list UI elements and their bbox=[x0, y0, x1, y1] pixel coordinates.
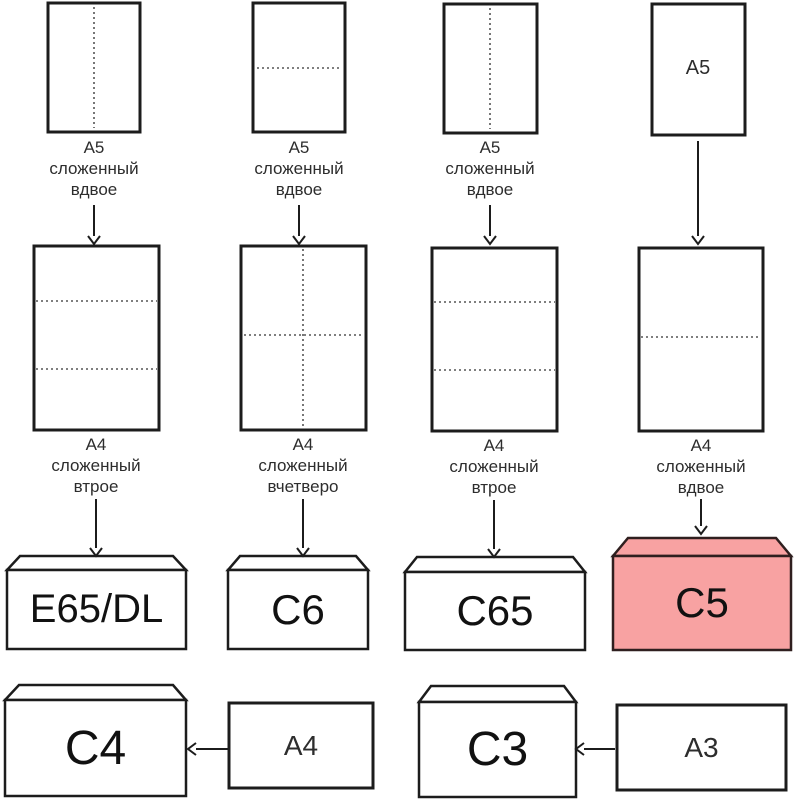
caption-a4-folded-col3: A4 сложенный втрое bbox=[449, 436, 539, 497]
envelope-e65dl-body bbox=[5, 568, 188, 651]
sheet-a4-col3 bbox=[430, 246, 559, 433]
caption-a5-folded-col1: A5 сложенный вдвое bbox=[49, 138, 139, 199]
caption-a5-folded-col2: A5 сложенный вдвое bbox=[254, 138, 344, 199]
sheet-a5-col4 bbox=[650, 2, 747, 137]
caption-a4-folded-col2: A4 сложенный вчетверо bbox=[258, 435, 348, 496]
caption-a4-folded-col4: A4 сложенный вдвое bbox=[656, 436, 746, 497]
envelope-c3-body bbox=[417, 700, 578, 799]
envelope-c4-body bbox=[3, 698, 188, 798]
envelope-label-c65: C65 bbox=[456, 587, 534, 634]
envelope-c4-flap bbox=[2, 683, 189, 702]
envelope-c65-flap bbox=[402, 555, 588, 574]
envelope-label-c6: C6 bbox=[271, 585, 325, 633]
caption-a4-folded-col1: A4 сложенный втрое bbox=[51, 435, 141, 496]
envelope-c3-flap bbox=[416, 684, 579, 704]
envelope-c5-body bbox=[611, 554, 793, 652]
envelope-label-c4: C4 bbox=[64, 721, 127, 775]
envelope-c5-flap bbox=[610, 536, 794, 558]
sheet-a4-col4 bbox=[637, 246, 765, 433]
sheet-a3-source-label: A3 bbox=[684, 731, 719, 763]
sheet-a4-col2 bbox=[239, 244, 368, 432]
envelope-c6-flap bbox=[225, 554, 371, 572]
envelope-e65dl-flap bbox=[4, 554, 189, 572]
sheet-a3-source bbox=[615, 703, 788, 792]
sheet-a4-source-label: A4 bbox=[283, 729, 319, 761]
envelope-label-c5: C5 bbox=[675, 579, 729, 626]
caption-a5-folded-col3: A5 сложенный вдвое bbox=[445, 138, 535, 199]
sheet-a4-source bbox=[227, 701, 375, 790]
envelope-c6-body bbox=[226, 568, 370, 651]
sheet-a5-col4-label: A5 bbox=[685, 57, 711, 79]
sheet-a4-col1 bbox=[32, 244, 161, 432]
envelope-label-e65dl: E65/DL bbox=[29, 587, 164, 631]
envelope-label-c3: C3 bbox=[466, 723, 529, 776]
envelope-c65-body bbox=[403, 570, 587, 652]
